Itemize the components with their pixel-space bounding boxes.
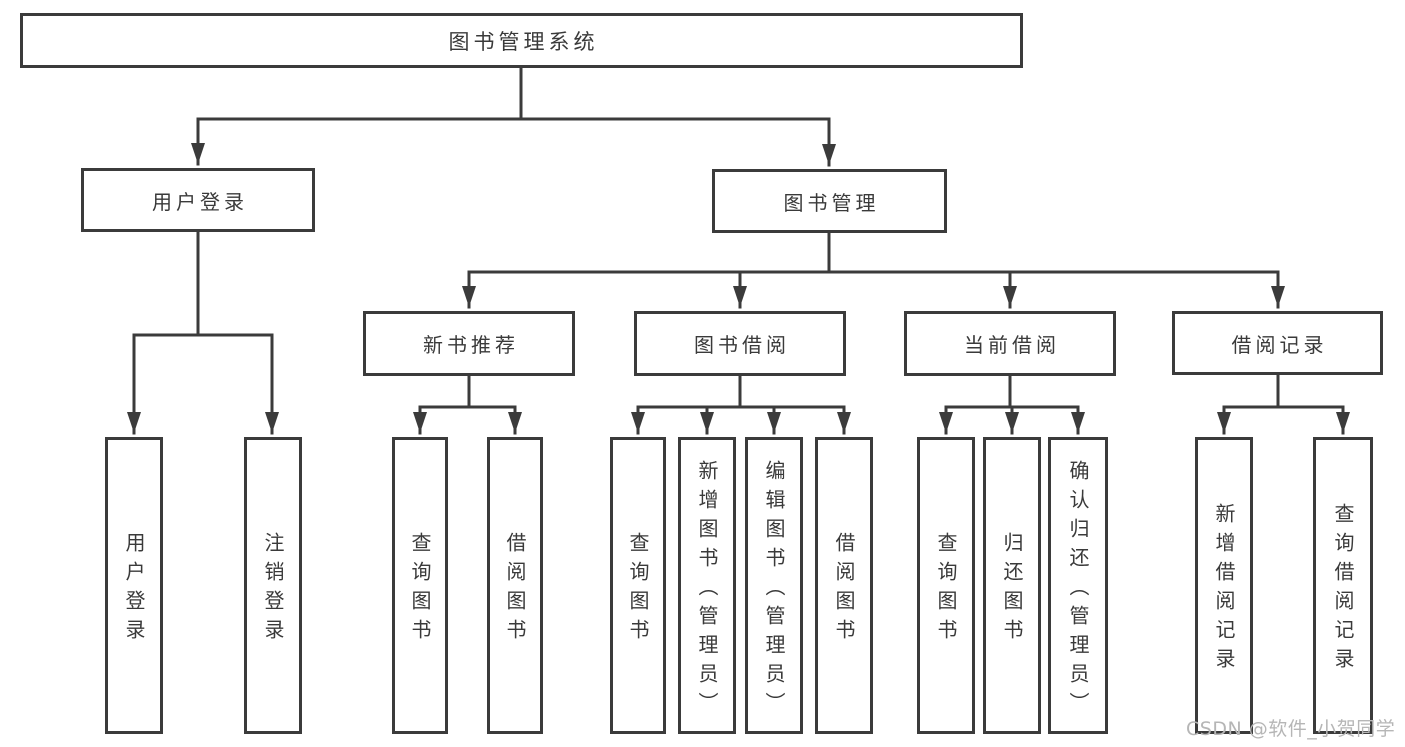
node-label: 当前借阅: [964, 333, 1060, 357]
leaf-current-confirm-return-admin: 确认归还（管理员）: [1048, 437, 1108, 734]
node-label: 图书管理系统: [448, 29, 599, 54]
node-current-borrowing: 当前借阅: [904, 311, 1116, 376]
leaf-current-query-books: 查询图书: [917, 437, 975, 734]
node-label: 用户登录: [152, 189, 248, 214]
node-label: 图书借阅: [694, 333, 790, 357]
node-label: 确认归还（管理员）: [1066, 459, 1090, 721]
node-label: 新书推荐: [423, 333, 519, 357]
leaf-records-add-record: 新增借阅记录: [1195, 437, 1253, 734]
leaf-newbooks-query-books: 查询图书: [392, 437, 448, 734]
leaf-current-return-books: 归还图书: [983, 437, 1041, 734]
node-borrowing-records: 借阅记录: [1172, 311, 1383, 375]
node-label: 查询图书: [934, 532, 958, 648]
leaf-logout-login: 注销登录: [244, 437, 302, 734]
node-label: 编辑图书（管理员）: [762, 459, 786, 721]
node-new-book-recommendation: 新书推荐: [363, 311, 575, 376]
leaf-borrowing-borrow-books: 借阅图书: [815, 437, 873, 734]
leaf-borrowing-query-books: 查询图书: [610, 437, 666, 734]
node-label: 查询图书: [408, 532, 432, 648]
node-label: 借阅图书: [832, 532, 856, 648]
node-label: 借阅图书: [503, 532, 527, 648]
node-label: 新增借阅记录: [1212, 503, 1236, 677]
leaf-user-login: 用户登录: [105, 437, 163, 734]
leaf-borrowing-add-books-admin: 新增图书（管理员）: [678, 437, 736, 734]
node-book-borrowing: 图书借阅: [634, 311, 846, 376]
node-label: 用户登录: [122, 532, 146, 648]
node-label: 查询借阅记录: [1331, 503, 1355, 677]
leaf-records-query-record: 查询借阅记录: [1313, 437, 1373, 734]
node-book-management: 图书管理: [712, 169, 947, 233]
node-library-management-system: 图书管理系统: [20, 13, 1023, 68]
node-user-login: 用户登录: [81, 168, 315, 232]
node-label: 查询图书: [626, 532, 650, 648]
node-label: 借阅记录: [1231, 332, 1328, 357]
node-label: 注销登录: [261, 532, 285, 648]
node-label: 归还图书: [1000, 532, 1024, 648]
node-label: 图书管理: [783, 190, 880, 215]
leaf-newbooks-borrow-books: 借阅图书: [487, 437, 543, 734]
leaf-borrowing-edit-books-admin: 编辑图书（管理员）: [745, 437, 803, 734]
node-label: 新增图书（管理员）: [695, 459, 719, 721]
csdn-watermark: CSDN @软件_小贺同学: [1186, 718, 1396, 740]
